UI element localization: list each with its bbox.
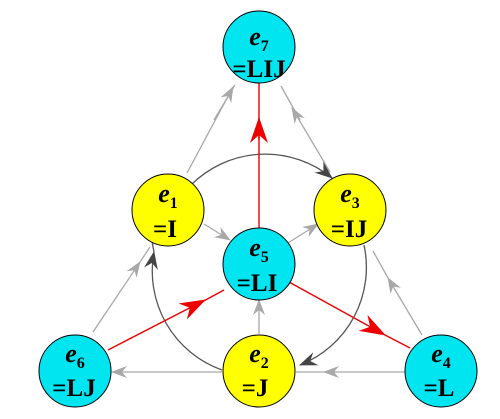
node-label: e4 xyxy=(431,339,451,372)
edge-e5-e3 xyxy=(287,223,319,244)
node-label: e1 xyxy=(158,179,178,212)
node-e3: e3 =IJ xyxy=(313,173,387,247)
node-label: e7 xyxy=(249,22,269,55)
node-circle xyxy=(38,334,112,408)
edge-e4-e3 xyxy=(387,277,423,336)
inner-edges xyxy=(203,223,319,334)
node-value: =J xyxy=(242,375,269,402)
node-value: =LI xyxy=(237,270,278,297)
node-e5: e5 =LI xyxy=(222,227,296,301)
edge-e6-e1 xyxy=(92,261,141,333)
node-e2: e2 =J xyxy=(222,334,296,408)
edge-e3-e7 xyxy=(291,107,331,173)
inscribed-circle xyxy=(144,153,368,371)
node-e6: e6 =LJ xyxy=(38,334,112,408)
node-circle xyxy=(404,334,478,408)
edge-e5-e4 xyxy=(288,281,386,336)
arc-e1-e3 xyxy=(190,153,333,186)
node-label: e2 xyxy=(249,339,269,372)
edge-e1-e5 xyxy=(203,223,231,241)
node-value: =IJ xyxy=(331,216,367,243)
node-e4: e4 =L xyxy=(404,334,478,408)
node-value: =LIJ xyxy=(232,56,285,83)
edge-e6-e5 xyxy=(107,299,206,351)
node-value: =LJ xyxy=(52,375,95,402)
node-circle xyxy=(222,227,296,301)
arc-e3-e2 xyxy=(299,244,368,366)
node-label: e6 xyxy=(65,339,85,372)
outer-triangle-edges xyxy=(92,84,423,378)
node-e1: e1 =I xyxy=(131,173,205,247)
node-value: =L xyxy=(424,375,455,402)
node-e7: e7 =LIJ xyxy=(222,10,296,84)
node-circle xyxy=(222,334,296,408)
nodes: e7 =LIJ e1 =I e3 =IJ e5 =LI e6 =LJ xyxy=(38,10,478,408)
node-circle xyxy=(313,173,387,247)
node-value: =I xyxy=(153,216,177,243)
arc-e2-e1 xyxy=(144,251,223,371)
node-circle xyxy=(131,173,205,247)
red-edges xyxy=(107,78,411,351)
node-label: e3 xyxy=(340,179,360,212)
node-circle xyxy=(222,10,296,84)
node-label: e5 xyxy=(249,233,269,266)
